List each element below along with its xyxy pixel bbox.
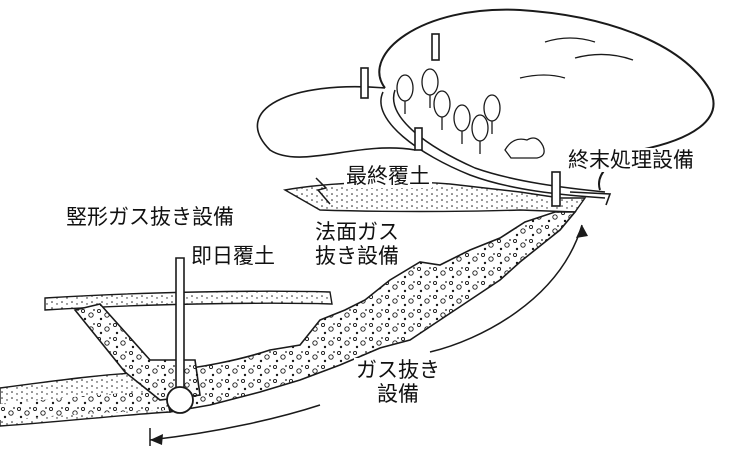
perimeter-road (380, 89, 606, 199)
slope-gas-vent-layer (158, 211, 577, 413)
final-treatment-post (551, 171, 561, 207)
final-cover-layer (282, 181, 587, 213)
vertical-gas-vent-pipe (175, 257, 185, 389)
label-final-treatment: 終末処理設備 (566, 148, 696, 173)
label-vertical-gas-vent: 竪形ガス抜き設備 (64, 205, 236, 230)
vertical-gas-vent-body (73, 303, 201, 401)
bottom-gravel-layer (0, 392, 166, 420)
outflow-pipe (569, 191, 612, 206)
lightning-break (315, 177, 331, 205)
gas-vent-arrow (429, 224, 583, 353)
landfill-boundary (256, 85, 416, 158)
label-daily-cover: 即日覆土 (189, 244, 277, 269)
bottom-arrowhead (150, 434, 163, 445)
trees (396, 68, 545, 159)
label-slope-gas-vent: 法面ガス 抜き設備 (313, 220, 401, 269)
daily-cover-layer (44, 290, 333, 311)
label-final-cover: 最終覆土 (344, 164, 432, 189)
hill-contour (519, 37, 634, 79)
gas-vent-arrowhead (576, 225, 588, 238)
label-gas-vent: ガス抜き 設備 (354, 358, 442, 407)
bottom-arrow (149, 404, 321, 441)
collector-pipe (166, 386, 194, 414)
gas-vent-posts (360, 33, 440, 151)
